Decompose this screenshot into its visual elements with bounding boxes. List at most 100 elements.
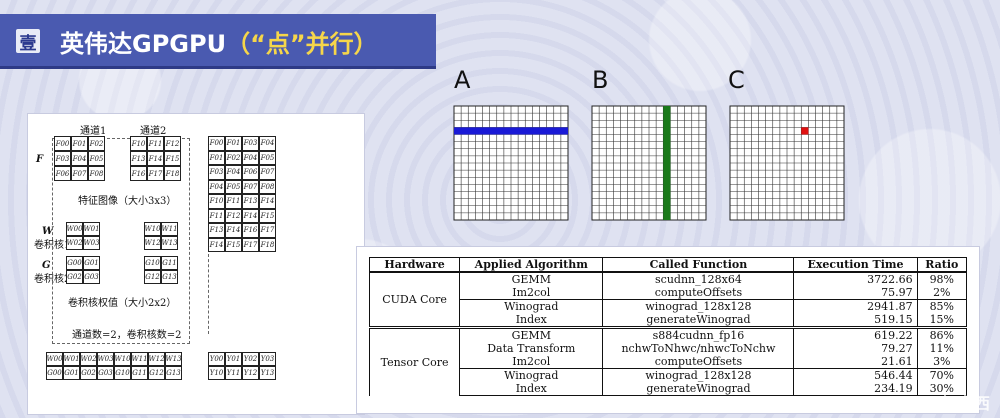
weight-row-cell: W11 <box>131 352 148 366</box>
feature-cell: F18 <box>164 166 181 181</box>
im2col-cell: F04 <box>208 179 225 194</box>
im2col-cell: F13 <box>208 223 225 238</box>
watermark-logo: 智东西 <box>941 394 990 413</box>
im2col-cell: F12 <box>225 208 242 223</box>
channel2-label: 通道2 <box>140 126 167 137</box>
output-cell: Y00 <box>208 352 225 366</box>
ratio-cell: 85% <box>916 299 968 313</box>
weight-row-cell: G10 <box>114 366 131 380</box>
weight-row-cell: W03 <box>97 352 114 366</box>
im2col-cell: F14 <box>208 237 225 252</box>
count-label: 通道数=2，卷积核数=2 <box>72 330 182 341</box>
grid-c-label: C <box>728 66 745 94</box>
im2col-cell: F17 <box>259 223 276 238</box>
title-highlight: （“点”并行） <box>226 30 378 58</box>
weight-cell: G10 <box>144 256 161 270</box>
weight-cell: W13 <box>161 236 178 250</box>
feature-cell: F08 <box>88 166 105 181</box>
time-cell: 234.19 <box>793 382 918 396</box>
grid-svg <box>453 105 845 221</box>
ratio-cell: 3% <box>916 355 968 369</box>
point-highlight <box>801 127 809 135</box>
im2col-cell: F08 <box>259 179 276 194</box>
time-cell: 2941.87 <box>793 299 918 313</box>
performance-table-panel: Hardware Applied Algorithm Called Functi… <box>356 246 980 414</box>
function-cell: s884cudnn_fp16 <box>602 326 795 342</box>
weight-row-cell: G03 <box>97 366 114 380</box>
im2col-cell: F15 <box>225 237 242 252</box>
im2col-cell: F14 <box>259 194 276 209</box>
feature-cell: F05 <box>88 151 105 166</box>
weight-cell: W10 <box>144 222 161 236</box>
im2col-diagram: 通道1 通道2 F 特征图像（大小3x3） W 卷积核1 G 卷积核2 卷积核权… <box>27 113 365 415</box>
im2col-cell: F06 <box>242 165 259 180</box>
im2col-cell: F13 <box>242 194 259 209</box>
weight-cell: G03 <box>83 270 100 284</box>
ratio-cell: 11% <box>916 342 968 355</box>
weight-cell: G13 <box>161 270 178 284</box>
weight-row-cell: G01 <box>63 366 80 380</box>
weight-row-cell: G11 <box>131 366 148 380</box>
feature-caption: 特征图像（大小3x3） <box>78 196 177 207</box>
feature-cell: F03 <box>54 151 71 166</box>
weight-row-cell: W10 <box>114 352 131 366</box>
col-function: Called Function <box>602 257 795 273</box>
im2col-cell: F17 <box>242 237 259 252</box>
section-number-badge: 壹 <box>16 29 40 54</box>
ratio-cell: 15% <box>916 313 968 328</box>
weight-cell: W01 <box>83 222 100 236</box>
feature-cell: F13 <box>130 151 147 166</box>
slide-title: 英伟达GPGPU（“点”并行） <box>60 24 378 59</box>
im2col-cell: F01 <box>225 136 242 151</box>
algorithm-cell: Im2col <box>459 355 604 369</box>
title-banner: 壹 英伟达GPGPU（“点”并行） <box>0 14 436 69</box>
col-hardware: Hardware <box>368 257 461 273</box>
ratio-cell: 30% <box>916 382 968 396</box>
ratio-cell: 98% <box>916 272 968 286</box>
parallel-grids: A B C <box>444 66 880 226</box>
im2col-cell: F03 <box>208 165 225 180</box>
algorithm-cell: Winograd <box>459 299 604 313</box>
output-cell: Y01 <box>225 352 242 366</box>
im2col-cell: F03 <box>242 136 259 151</box>
function-cell: generateWinograd <box>602 382 795 396</box>
algorithm-cell: Index <box>459 313 604 328</box>
col-ratio: Ratio <box>916 257 968 273</box>
feature-cell: F10 <box>130 136 147 151</box>
time-cell: 79.27 <box>793 342 918 355</box>
output-cell: Y10 <box>208 366 225 380</box>
weight-cell: G00 <box>66 256 83 270</box>
algorithm-cell: GEMM <box>459 326 604 342</box>
feature-cell: F17 <box>147 166 164 181</box>
im2col-cell: F04 <box>225 165 242 180</box>
algorithm-cell: Winograd <box>459 368 604 382</box>
time-cell: 546.44 <box>793 368 918 382</box>
feature-cell: F02 <box>88 136 105 151</box>
im2col-cell: F07 <box>242 179 259 194</box>
output-cell: Y11 <box>225 366 242 380</box>
feature-cell: F06 <box>54 166 71 181</box>
weight-row-cell: G12 <box>148 366 165 380</box>
im2col-cell: F16 <box>242 223 259 238</box>
ratio-cell: 70% <box>916 368 968 382</box>
weight-row-cell: W12 <box>148 352 165 366</box>
output-cell: Y13 <box>259 366 276 380</box>
output-cell: Y02 <box>242 352 259 366</box>
weight-row-cell: W02 <box>80 352 97 366</box>
weight-row-cell: W00 <box>46 352 63 366</box>
im2col-cell: F15 <box>259 208 276 223</box>
kernel-caption: 卷积核权值（大小2x2） <box>68 298 177 309</box>
function-cell: computeOffsets <box>602 286 795 300</box>
function-cell: nchwToNhwc/nhwcToNchw <box>602 342 795 355</box>
weight-cell: W00 <box>66 222 83 236</box>
im2col-cell: F04 <box>242 150 259 165</box>
weight-row-cell: G02 <box>80 366 97 380</box>
feature-cell: F00 <box>54 136 71 151</box>
